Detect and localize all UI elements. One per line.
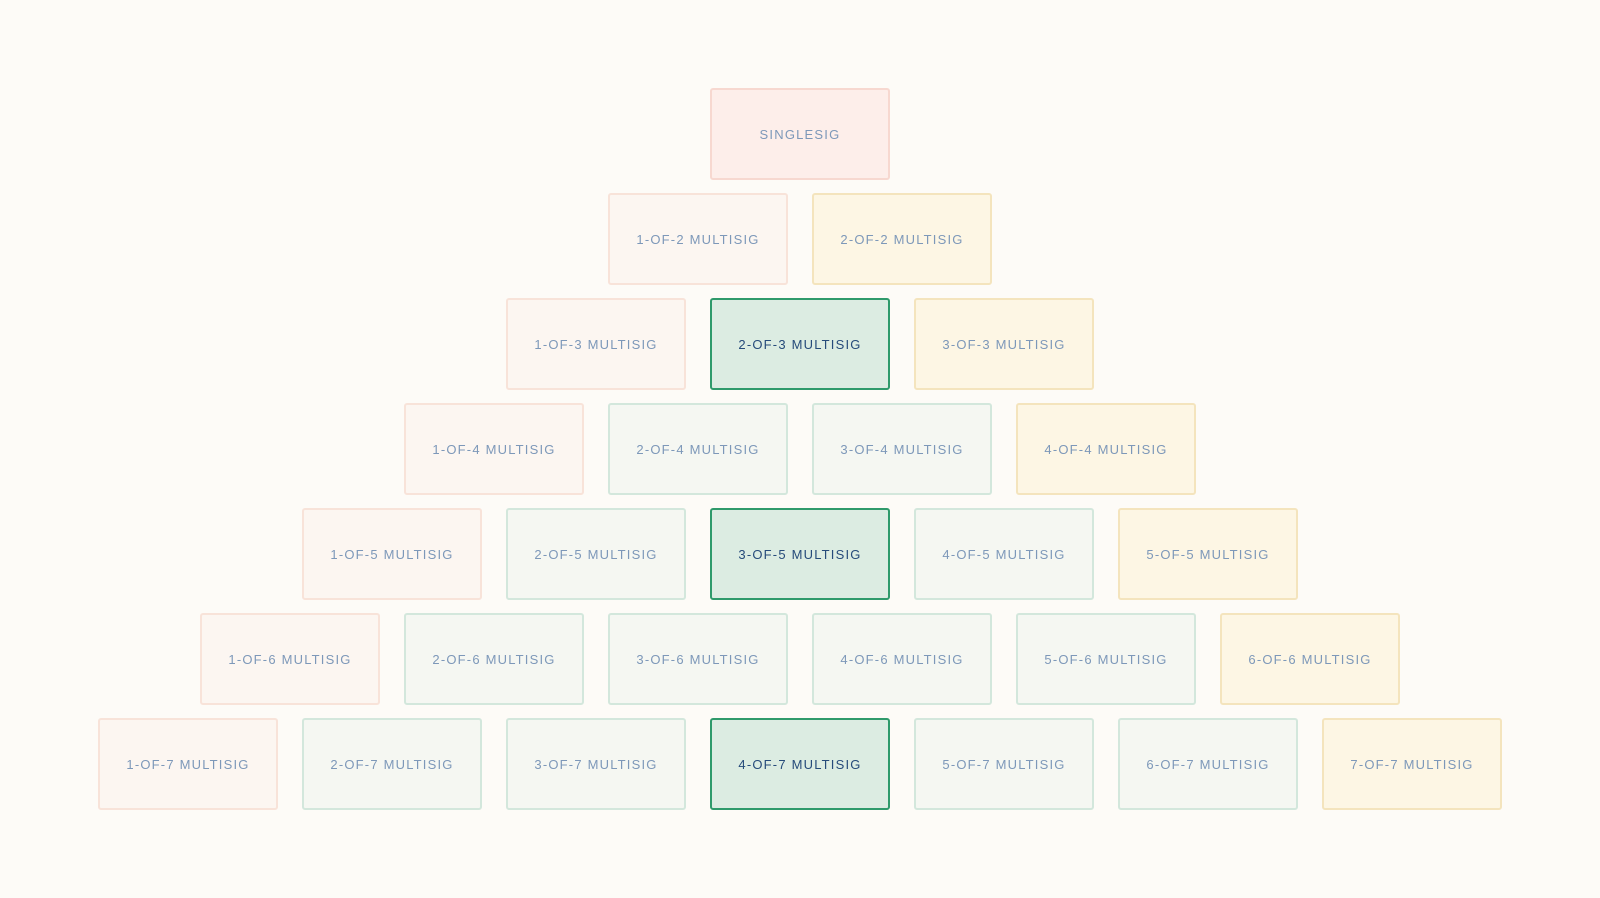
scheme-cell-1-of-2-multisig[interactable]: 1-OF-2 MULTISIG [608,193,788,285]
scheme-cell-singlesig[interactable]: SINGLESIG [710,88,890,180]
scheme-cell-2-of-6-multisig[interactable]: 2-OF-6 MULTISIG [404,613,584,705]
scheme-cell-3-of-6-multisig[interactable]: 3-OF-6 MULTISIG [608,613,788,705]
scheme-cell-3-of-4-multisig[interactable]: 3-OF-4 MULTISIG [812,403,992,495]
scheme-cell-5-of-5-multisig[interactable]: 5-OF-5 MULTISIG [1118,508,1298,600]
scheme-cell-2-of-5-multisig[interactable]: 2-OF-5 MULTISIG [506,508,686,600]
scheme-cell-1-of-3-multisig[interactable]: 1-OF-3 MULTISIG [506,298,686,390]
scheme-cell-6-of-7-multisig[interactable]: 6-OF-7 MULTISIG [1118,718,1298,810]
scheme-cell-5-of-6-multisig[interactable]: 5-OF-6 MULTISIG [1016,613,1196,705]
scheme-cell-2-of-3-multisig[interactable]: 2-OF-3 MULTISIG [710,298,890,390]
scheme-cell-3-of-5-multisig[interactable]: 3-OF-5 MULTISIG [710,508,890,600]
scheme-cell-7-of-7-multisig[interactable]: 7-OF-7 MULTISIG [1322,718,1502,810]
scheme-cell-4-of-5-multisig[interactable]: 4-OF-5 MULTISIG [914,508,1094,600]
scheme-cell-4-of-6-multisig[interactable]: 4-OF-6 MULTISIG [812,613,992,705]
scheme-cell-2-of-7-multisig[interactable]: 2-OF-7 MULTISIG [302,718,482,810]
scheme-cell-5-of-7-multisig[interactable]: 5-OF-7 MULTISIG [914,718,1094,810]
scheme-cell-1-of-4-multisig[interactable]: 1-OF-4 MULTISIG [404,403,584,495]
scheme-cell-4-of-7-multisig[interactable]: 4-OF-7 MULTISIG [710,718,890,810]
scheme-cell-3-of-3-multisig[interactable]: 3-OF-3 MULTISIG [914,298,1094,390]
scheme-cell-1-of-5-multisig[interactable]: 1-OF-5 MULTISIG [302,508,482,600]
scheme-cell-1-of-6-multisig[interactable]: 1-OF-6 MULTISIG [200,613,380,705]
scheme-cell-3-of-7-multisig[interactable]: 3-OF-7 MULTISIG [506,718,686,810]
scheme-cell-2-of-2-multisig[interactable]: 2-OF-2 MULTISIG [812,193,992,285]
scheme-cell-4-of-4-multisig[interactable]: 4-OF-4 MULTISIG [1016,403,1196,495]
scheme-cell-1-of-7-multisig[interactable]: 1-OF-7 MULTISIG [98,718,278,810]
scheme-cell-2-of-4-multisig[interactable]: 2-OF-4 MULTISIG [608,403,788,495]
scheme-cell-6-of-6-multisig[interactable]: 6-OF-6 MULTISIG [1220,613,1400,705]
